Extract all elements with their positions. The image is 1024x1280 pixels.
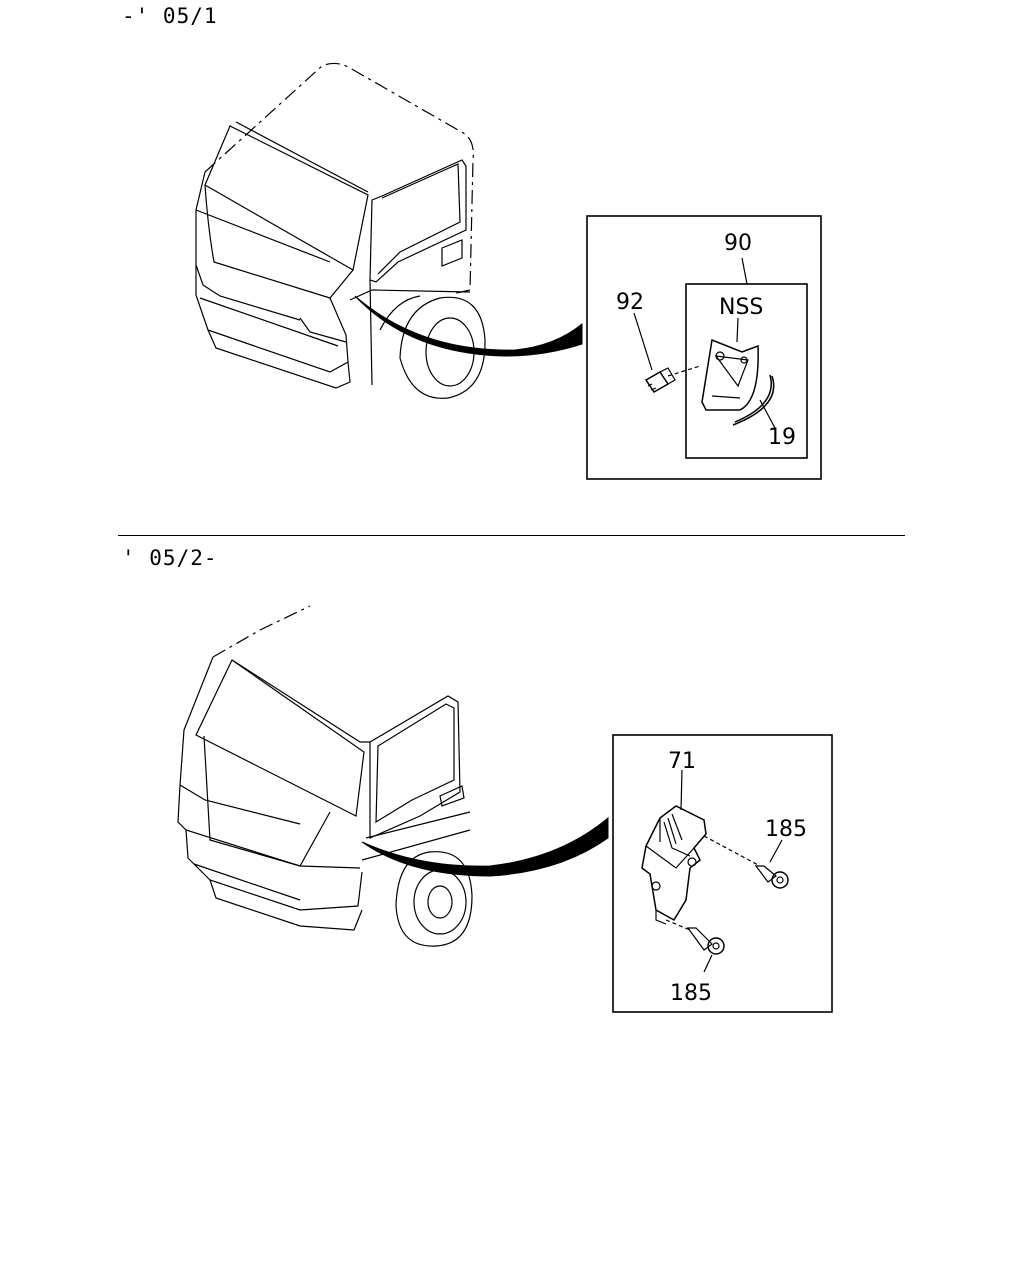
- bolt-185-lower-part: [686, 927, 725, 955]
- period-label-top: -' 05/1: [122, 4, 218, 28]
- callout-71: 71: [668, 749, 696, 774]
- callout-92: 92: [616, 290, 644, 315]
- callout-90: 90: [724, 231, 752, 256]
- lead-swoosh-top: [354, 295, 583, 357]
- callout-19: 19: [768, 425, 796, 450]
- period-label-bottom: ' 05/2-: [122, 546, 218, 570]
- detail-box-bottom: [612, 734, 833, 1013]
- bolt-185-upper-part: [754, 865, 789, 889]
- nss-bracket-part: [701, 338, 759, 411]
- bracket-71-part: [641, 805, 761, 931]
- lead-swoosh-bottom: [361, 816, 609, 877]
- callout-185-upper: 185: [765, 817, 807, 842]
- screw-92-part: [644, 365, 701, 393]
- callout-185-lower: 185: [670, 981, 712, 1006]
- truck-cab-top: [195, 62, 486, 399]
- section-divider: [118, 535, 905, 536]
- callout-nss: NSS: [719, 295, 763, 320]
- strip-19-part: [732, 374, 775, 426]
- truck-cab-bottom: [177, 605, 473, 947]
- detail-box-top: [586, 215, 822, 480]
